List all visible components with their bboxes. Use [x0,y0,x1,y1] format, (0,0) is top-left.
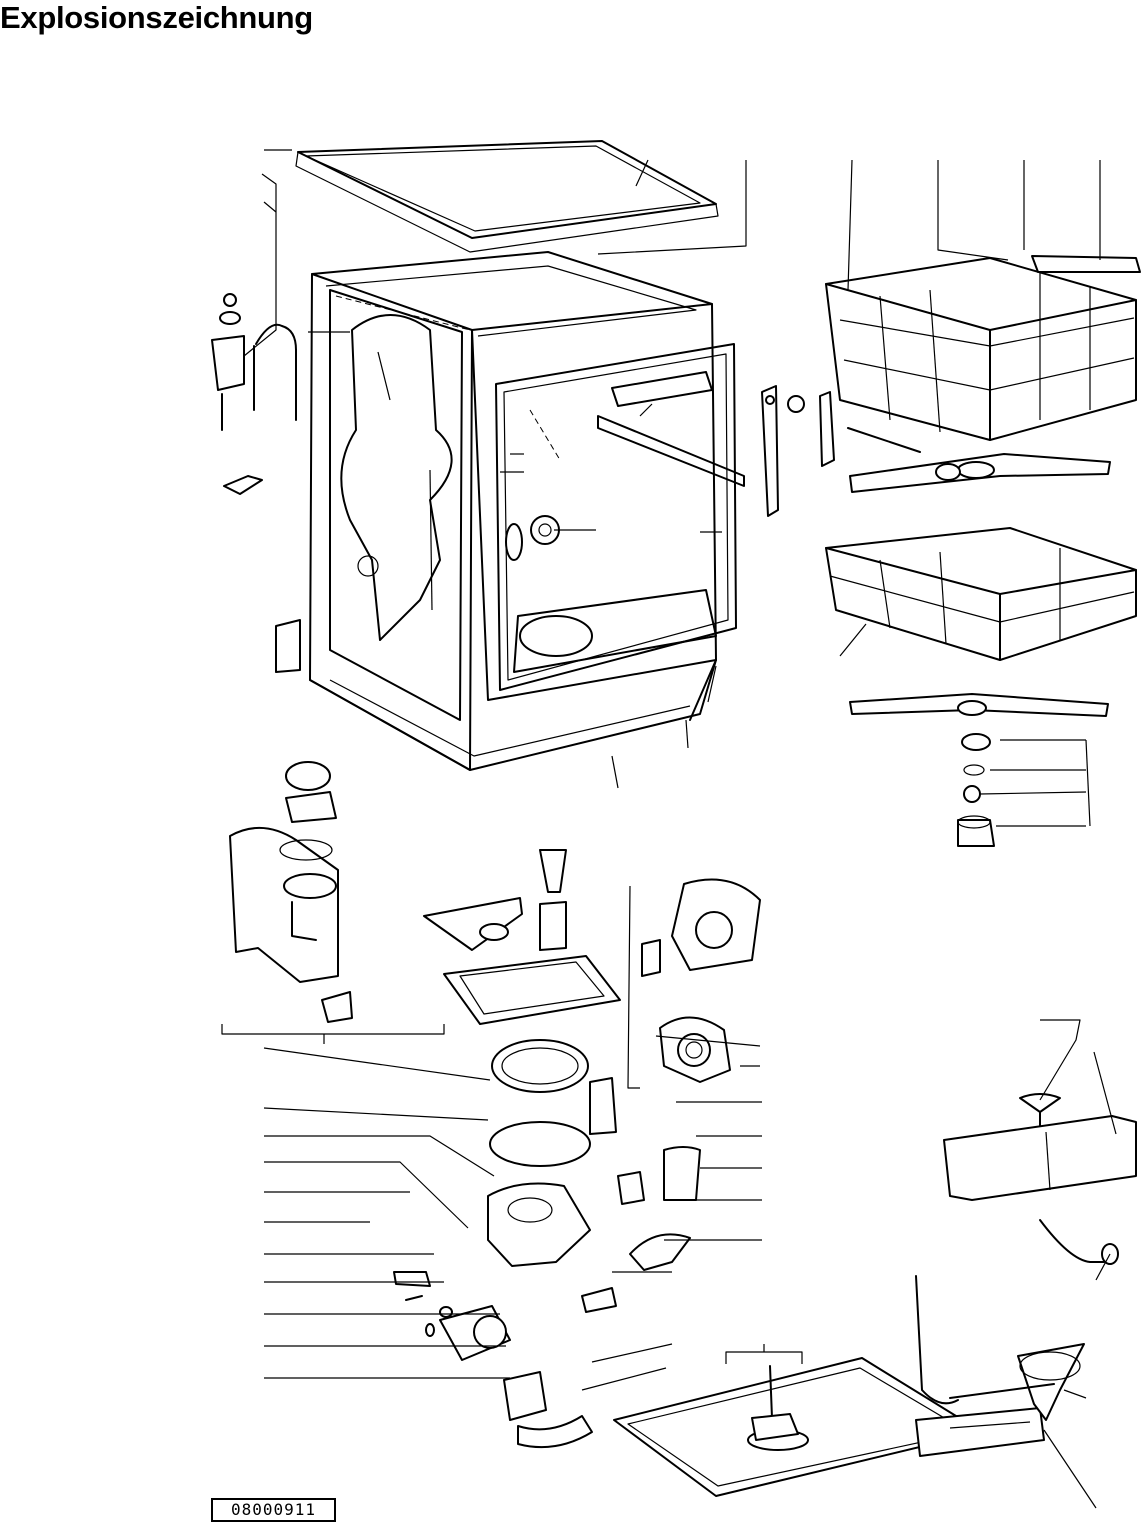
door-hinge-parts [761,385,835,517]
lower-basket [825,527,1137,661]
lower-spray-arm [849,693,1109,847]
side-clip [223,475,301,673]
drain-pump [439,1305,593,1449]
side-panel [329,289,463,721]
small-fittings [321,991,453,1337]
cabinet-frame [309,251,737,771]
cutlery-basket [943,1093,1137,1201]
drain-hoses [581,1146,701,1313]
upper-spray-arm [847,427,1111,493]
upper-basket [825,255,1141,441]
cabinet-inner-details [505,371,745,561]
bottom-right-parts [915,1219,1119,1457]
circulation-pump [641,878,761,1083]
water-inlet-valve [211,293,297,431]
worktop-plate [295,140,719,253]
sump-tub [487,1039,617,1267]
callout-lines [221,149,1117,1509]
page-title: Explosionszeichnung [0,0,313,35]
detergent-dispenser [229,761,339,983]
sump-bracket-and-filter [423,849,621,1025]
document-number: 08000911 [211,1498,336,1522]
